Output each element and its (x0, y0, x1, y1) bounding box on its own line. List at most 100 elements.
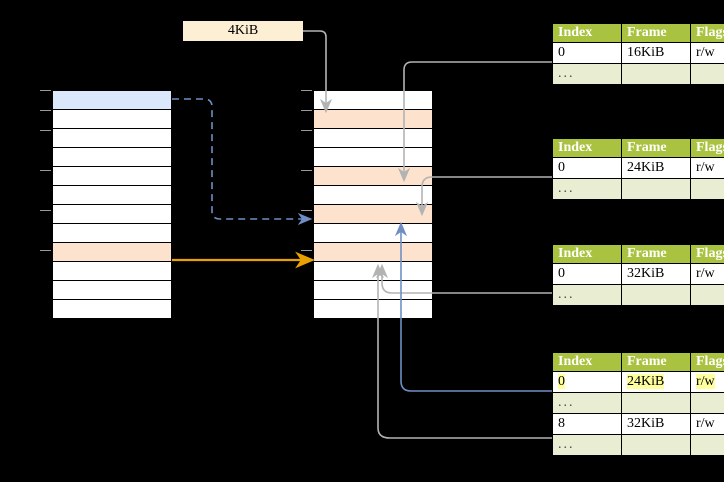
cell-frame-value: 24KiB (627, 160, 665, 175)
cell-frame (621, 284, 691, 306)
cell-frame[interactable]: 32KiB (621, 413, 691, 435)
page-table-2: IndexFrameFlags 0 24KiB r/w... (552, 138, 724, 200)
size-label-4kib: 4KiB (183, 21, 303, 41)
memory-row[interactable] (314, 90, 432, 110)
table-ellipsis-row[interactable]: ... (552, 63, 724, 85)
cell-flags[interactable]: r/w (690, 263, 724, 285)
cell-frame[interactable]: 24KiB (621, 157, 691, 179)
column-header-index: Index (552, 138, 622, 158)
cell-index-value: 0 (558, 374, 565, 389)
memory-row[interactable] (53, 166, 171, 186)
column-header-index: Index (552, 23, 622, 43)
cell-flags[interactable]: r/w (690, 413, 724, 435)
cell-index-value: 0 (558, 266, 565, 281)
row-tick-mark (301, 90, 312, 91)
memory-row[interactable] (53, 147, 171, 167)
memory-row[interactable] (53, 223, 171, 243)
column-header-index: Index (552, 244, 622, 264)
page-table-3: IndexFrameFlags 0 32KiBr/w... (552, 244, 724, 306)
table-header-row: IndexFrameFlags (552, 244, 724, 264)
memory-row[interactable] (314, 299, 432, 319)
cell-index: ... (552, 434, 622, 456)
column-header-flags: Flags (690, 138, 724, 158)
cell-flags (690, 284, 724, 306)
memory-row[interactable] (314, 147, 432, 167)
row-tick-mark (301, 250, 312, 251)
cell-flags (690, 178, 724, 200)
memory-row[interactable] (53, 90, 171, 110)
memory-row[interactable] (314, 166, 432, 186)
cell-flags[interactable]: r/w (690, 42, 724, 64)
memory-row[interactable] (314, 185, 432, 205)
column-header-frame: Frame (621, 138, 691, 158)
table-ellipsis-row[interactable]: ... (552, 392, 724, 414)
cell-frame (621, 63, 691, 85)
cell-flags (690, 63, 724, 85)
memory-row[interactable] (53, 242, 171, 262)
table-header-row: IndexFrameFlags (552, 23, 724, 43)
table-ellipsis-row[interactable]: ... (552, 284, 724, 306)
table-row[interactable]: 0 16KiB r/w (552, 42, 724, 64)
cell-flags-value: r/w (696, 45, 715, 60)
cell-index-value: 8 (558, 416, 565, 431)
cell-index[interactable]: 0 (552, 157, 622, 179)
memory-row[interactable] (314, 204, 432, 224)
column-header-index: Index (552, 352, 622, 372)
cell-flags (690, 392, 724, 414)
memory-row[interactable] (53, 128, 171, 148)
memory-row[interactable] (53, 185, 171, 205)
table-row[interactable]: 0 24KiB r/w (552, 157, 724, 179)
cell-index: ... (552, 284, 622, 306)
cell-frame[interactable]: 32KiB (621, 263, 691, 285)
cell-index: ... (552, 63, 622, 85)
table-row[interactable]: 0 24KiB r/w (552, 371, 724, 393)
row-tick-mark (40, 250, 51, 251)
cell-frame[interactable]: 24KiB (621, 371, 691, 393)
row-tick-mark (40, 110, 51, 111)
memory-row[interactable] (314, 261, 432, 281)
row-tick-mark (301, 130, 312, 131)
memory-row[interactable] (314, 109, 432, 129)
table-ellipsis-row[interactable]: ... (552, 178, 724, 200)
table-row[interactable]: 8 32KiB r/w (552, 413, 724, 435)
cell-index[interactable]: 0 (552, 263, 622, 285)
memory-row[interactable] (314, 128, 432, 148)
table-header-row: IndexFrameFlags (552, 138, 724, 158)
cell-frame-value: 24KiB (627, 374, 665, 389)
memory-row[interactable] (53, 299, 171, 319)
memory-row[interactable] (53, 109, 171, 129)
memory-row[interactable] (314, 280, 432, 300)
cell-frame-value: 16KiB (627, 45, 665, 60)
memory-row[interactable] (314, 223, 432, 243)
memory-row[interactable] (314, 242, 432, 262)
table-header-row: IndexFrameFlags (552, 352, 724, 372)
cell-flags[interactable]: r/w (690, 371, 724, 393)
table-ellipsis-row[interactable]: ... (552, 434, 724, 456)
row-tick-mark (301, 170, 312, 171)
column-header-flags: Flags (690, 244, 724, 264)
left-memory-column (52, 90, 172, 330)
cell-flags-value: r/w (696, 416, 715, 431)
cell-index[interactable]: 0 (552, 371, 622, 393)
page-table-4: IndexFrameFlags 0 24KiB r/w... 8 32KiB r/w... (552, 352, 724, 456)
cell-index[interactable]: 0 (552, 42, 622, 64)
cell-frame (621, 178, 691, 200)
column-header-flags: Flags (690, 352, 724, 372)
cell-flags[interactable]: r/w (690, 157, 724, 179)
page-table-1: IndexFrameFlags 0 16KiB r/w... (552, 23, 724, 85)
memory-row[interactable] (53, 280, 171, 300)
row-tick-mark (40, 130, 51, 131)
cell-flags-value: r/w (696, 160, 715, 175)
cell-index-value: 0 (558, 45, 565, 60)
cell-index: ... (552, 392, 622, 414)
memory-row[interactable] (53, 204, 171, 224)
cell-index-value: 0 (558, 160, 565, 175)
cell-index[interactable]: 8 (552, 413, 622, 435)
column-header-frame: Frame (621, 352, 691, 372)
row-tick-mark (40, 90, 51, 91)
memory-row[interactable] (53, 261, 171, 281)
cell-frame[interactable]: 16KiB (621, 42, 691, 64)
row-tick-mark (40, 170, 51, 171)
